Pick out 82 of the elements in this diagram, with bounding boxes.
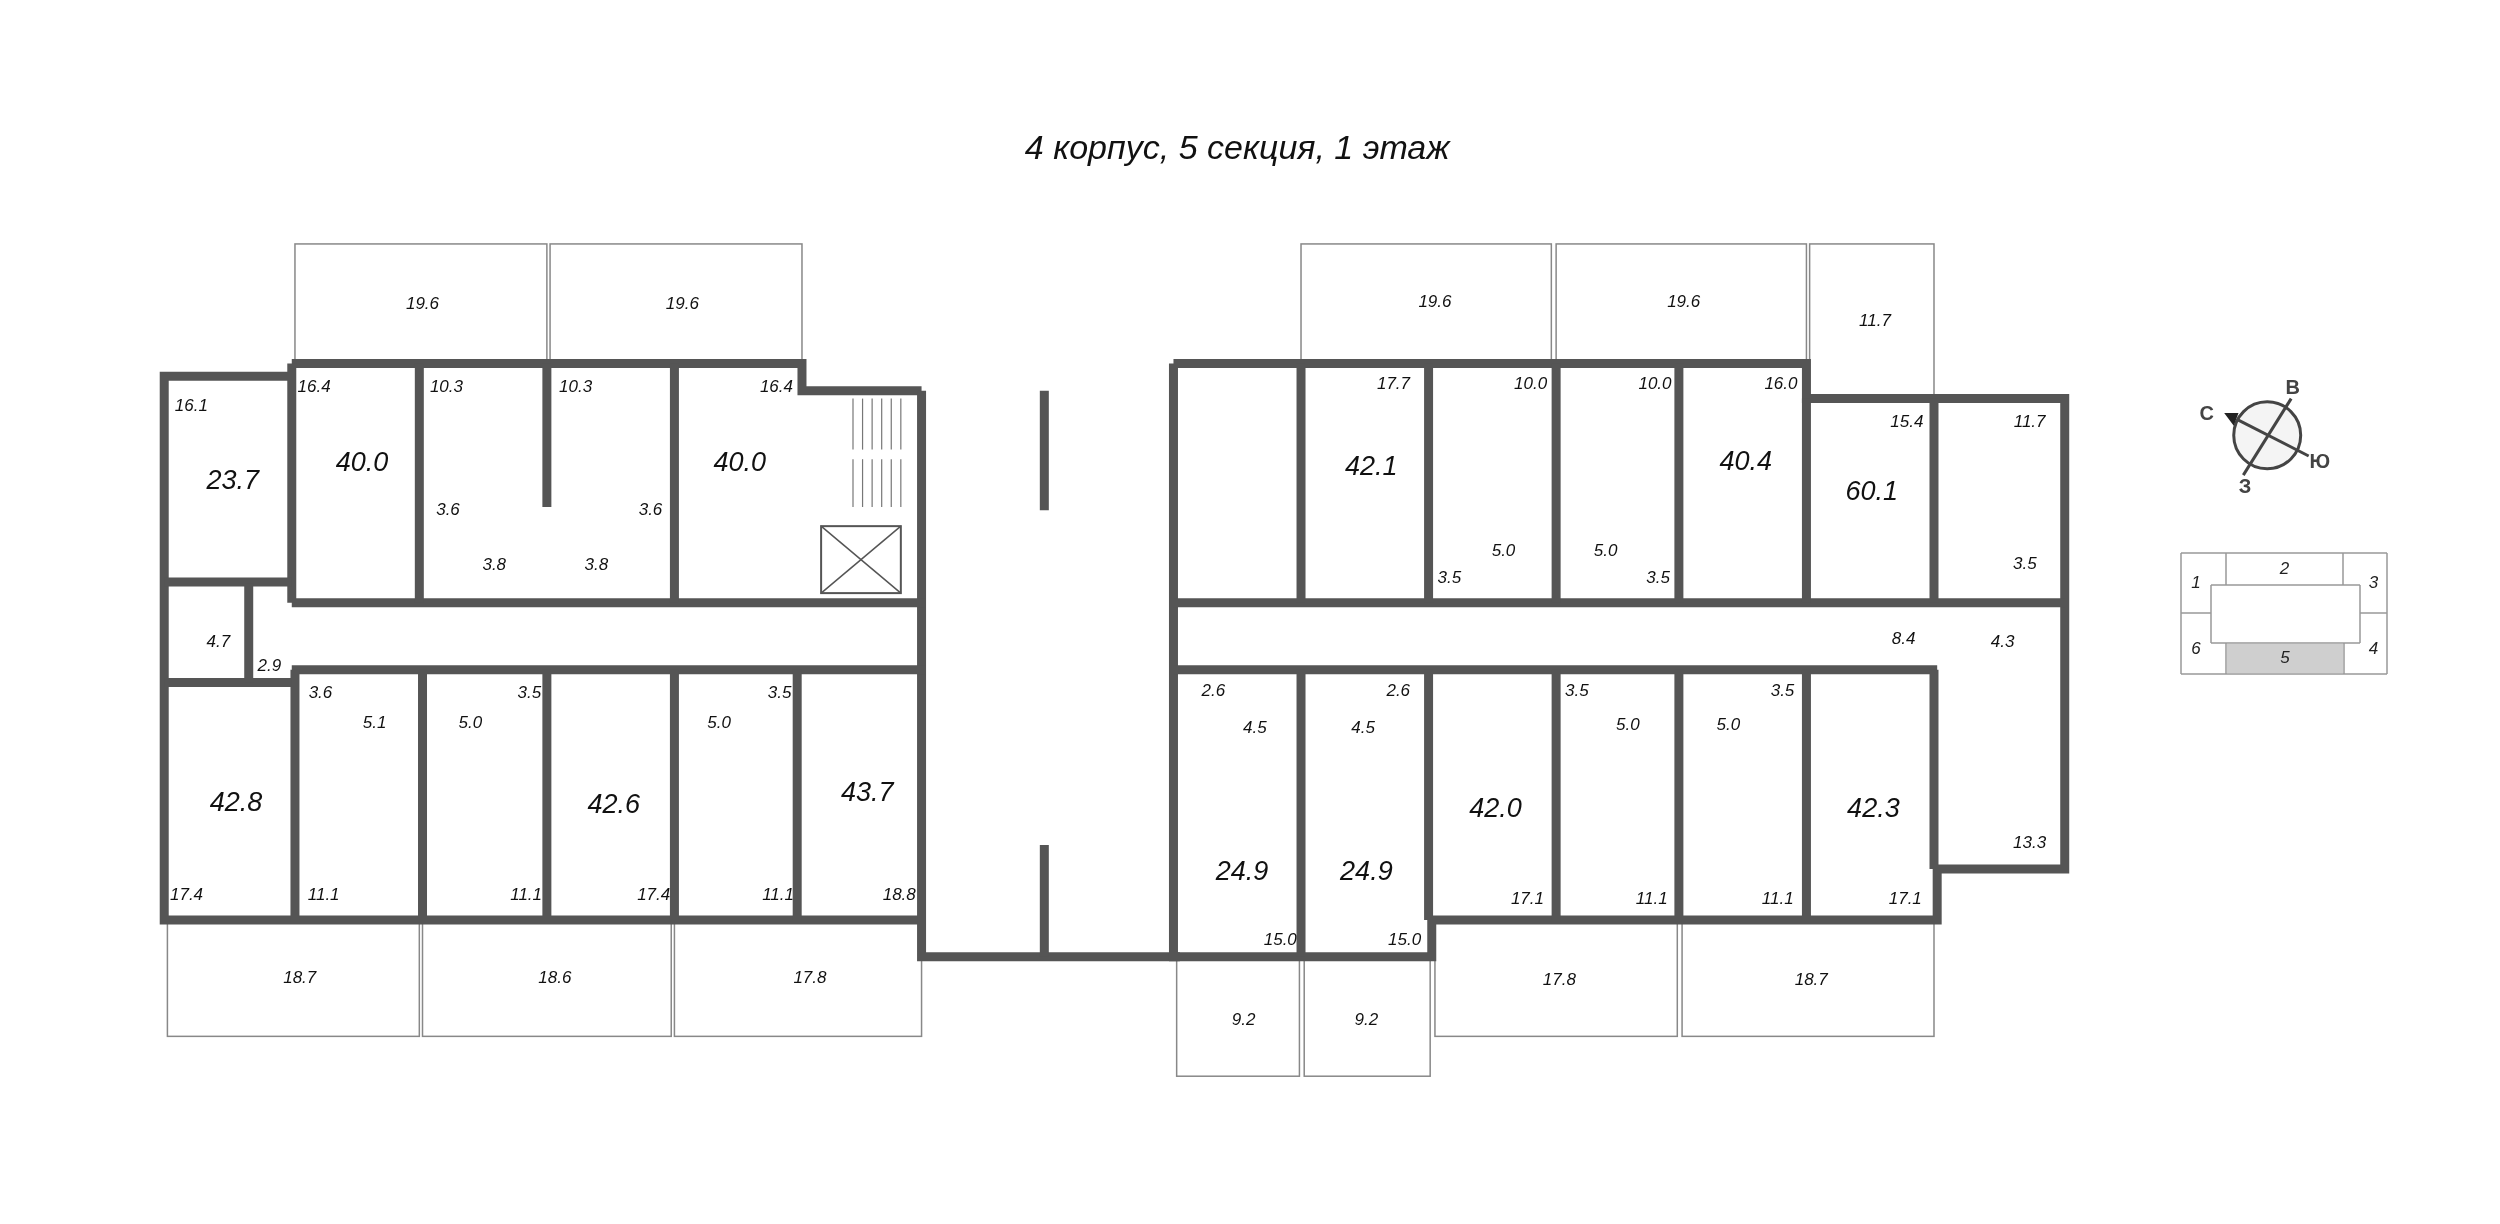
room-area: 40.4: [1719, 447, 1773, 475]
area-label: 11.7: [2013, 412, 2046, 430]
area-label: 3.6: [308, 683, 333, 701]
area-label: 19.6: [1667, 292, 1701, 310]
area-label: 18.8: [882, 885, 916, 903]
area-label: 10.3: [429, 377, 463, 395]
area-label: 18.6: [538, 968, 572, 986]
room-area: 42.1: [1344, 452, 1398, 480]
area-label: 16.1: [174, 396, 208, 414]
compass-letter: С: [2199, 402, 2214, 423]
room-area: 40.0: [713, 448, 767, 476]
area-label: 11.1: [307, 885, 340, 903]
area-label: 16.4: [297, 377, 331, 395]
area-label: 4.3: [1990, 632, 2015, 650]
area-label: 8.4: [1891, 629, 1916, 647]
area-label: 17.1: [1888, 889, 1922, 907]
area-label: 5.0: [707, 713, 731, 731]
area-label: 17.8: [1542, 970, 1576, 988]
area-label: 18.7: [283, 968, 317, 986]
floor-subtitle: 4 корпус, 5 секция, 1 этаж: [1024, 129, 1450, 164]
area-label: 3.8: [482, 555, 507, 573]
area-label: 13.3: [2013, 833, 2047, 851]
area-label: 3.5: [767, 683, 792, 701]
compass-letter: В: [2285, 377, 2300, 398]
area-label: 3.6: [638, 500, 663, 518]
area-label: 2.6: [1386, 681, 1411, 699]
area-label: 9.2: [1354, 1010, 1379, 1028]
area-label: 3.5: [517, 683, 542, 701]
area-label: 4.5: [1351, 718, 1375, 736]
area-label: 17.4: [170, 885, 204, 903]
area-label: 4.7: [206, 632, 231, 650]
area-label: 9.2: [1231, 1010, 1256, 1028]
area-label: 19.6: [405, 294, 440, 312]
area-label: 15.0: [1263, 930, 1297, 948]
area-label: 3.5: [1437, 568, 1462, 586]
area-label: 19.6: [665, 294, 699, 312]
area-label: 3.5: [2013, 554, 2037, 572]
area-label: 19.6: [1418, 292, 1452, 310]
area-label: 3.5: [1565, 681, 1589, 699]
room-area: 60.1: [1845, 477, 1899, 505]
area-label: 3.5: [1770, 681, 1795, 699]
area-label: 11.7: [1859, 311, 1891, 329]
room-area: 42.3: [1847, 794, 1900, 822]
area-label: 11.1: [1761, 889, 1794, 907]
area-label: 2.6: [1201, 681, 1226, 699]
room-area: 43.7: [841, 778, 894, 806]
area-label: 10.0: [1638, 374, 1672, 392]
area-label: 16.0: [1764, 374, 1798, 392]
area-label: 3.5: [1646, 568, 1670, 586]
area-label: 17.1: [1510, 889, 1544, 907]
area-label: 5.0: [458, 713, 483, 731]
area-label: 3.8: [584, 555, 609, 573]
area-label: 11.1: [510, 885, 543, 903]
room-area: 42.6: [587, 790, 641, 818]
key-plan-section: 5: [2227, 644, 2343, 673]
area-label: 17.8: [793, 968, 827, 986]
area-label: 10.0: [1514, 374, 1548, 392]
compass-letter: Ю: [2309, 450, 2331, 471]
room-area: 24.9: [1215, 857, 1269, 885]
room-area: 40.0: [335, 448, 389, 476]
area-label: 3.6: [436, 500, 460, 518]
area-label: 15.0: [1388, 930, 1422, 948]
area-label: 11.1: [1635, 889, 1668, 907]
area-label: 5.0: [1491, 541, 1516, 559]
room-area: 42.8: [209, 788, 263, 816]
area-label: 2.9: [257, 656, 282, 674]
room-area: 24.9: [1340, 857, 1393, 885]
room-area: 42.0: [1469, 794, 1522, 822]
area-label: 17.4: [637, 885, 671, 903]
compass-letter: З: [2238, 476, 2252, 497]
area-label: 10.3: [559, 377, 593, 395]
area-label: 4.5: [1242, 718, 1267, 736]
area-label: 5.1: [362, 713, 387, 731]
area-label: 5.0: [1716, 715, 1741, 733]
area-label: 15.4: [1890, 412, 1924, 430]
area-label: 16.4: [759, 377, 793, 395]
area-label: 18.7: [1794, 970, 1828, 988]
area-label: 17.7: [1376, 374, 1411, 392]
room-area: 23.7: [206, 466, 260, 494]
area-label: 5.0: [1616, 715, 1640, 733]
area-label: 5.0: [1593, 541, 1618, 559]
area-label: 11.1: [762, 885, 794, 903]
